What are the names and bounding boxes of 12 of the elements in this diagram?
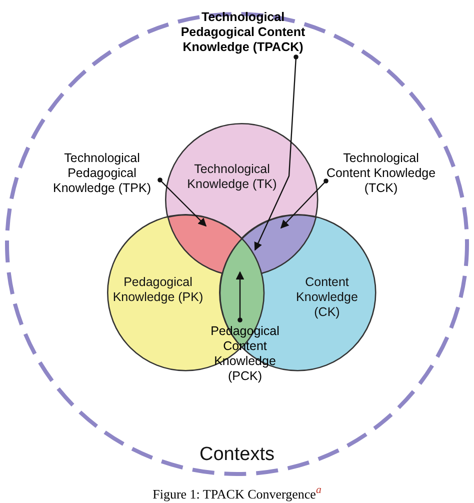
circle-label: Pedagogical Knowledge (PK) [112, 274, 204, 305]
callout-label: Technological Pedagogical Content Knowledge (TPACK) [180, 10, 306, 55]
circle-label: Content Knowledge (CK) [295, 274, 359, 320]
callout-label: Technological Pedagogical Knowledge (TPK) [52, 151, 152, 196]
leader-line [254, 54, 298, 251]
callout-label: Technological Content Knowledge (TCK) [325, 151, 437, 196]
leader-line [236, 271, 244, 322]
figure-caption: Figure 1: TPACK Convergence$^{a}$ [152, 484, 322, 502]
circle-label: Technological Knowledge (TK) [186, 162, 278, 192]
leader-line [158, 178, 207, 227]
leader-line [280, 178, 328, 229]
circle-label: Contexts [198, 444, 276, 466]
